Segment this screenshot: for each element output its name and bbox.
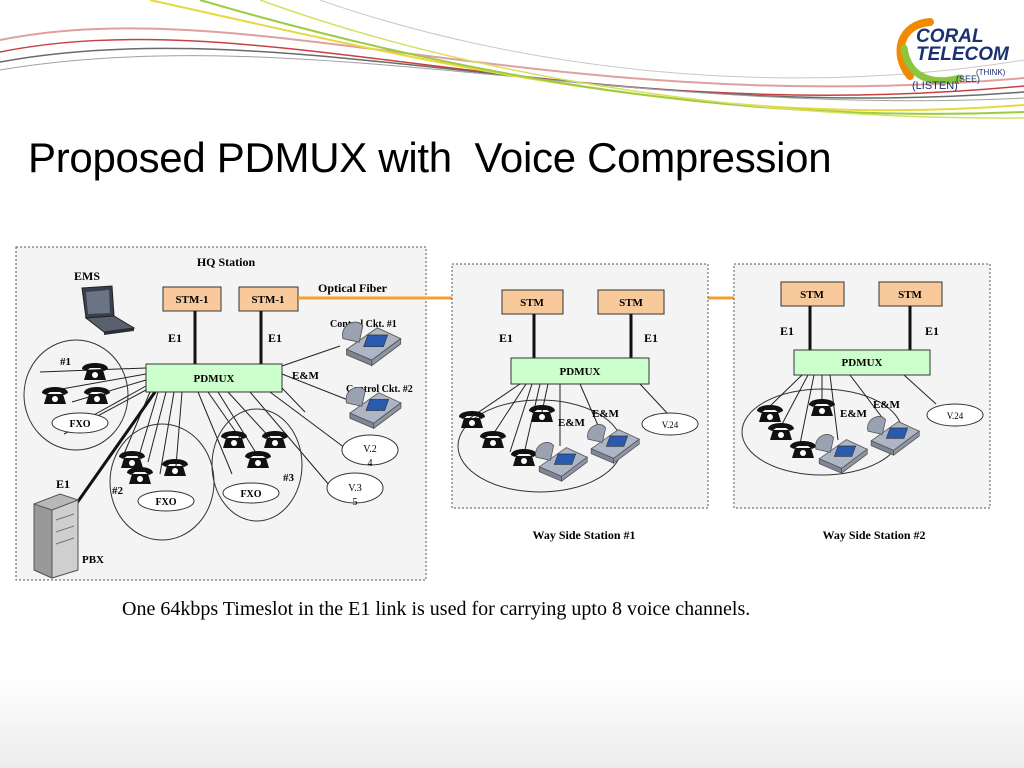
- coral-telecom-logo: CORAL TELECOM (LISTEN) (SEE) (THINK): [890, 14, 1010, 98]
- laptop-icon: [81, 285, 136, 335]
- ws1-v24-oval: [641, 412, 699, 436]
- ws2-em-b: E&M: [873, 399, 901, 411]
- fxo2-label: FXO: [155, 497, 176, 508]
- group-2-label: #2: [112, 485, 124, 497]
- slide-title: Proposed PDMUX with Voice Compression: [28, 134, 832, 181]
- logo-line2: TELECOM: [916, 44, 1009, 65]
- ws1-e1-b: E1: [644, 331, 658, 345]
- pbx-label: PBX: [82, 554, 104, 566]
- logo-swirl-icon: [896, 18, 964, 85]
- ws1-pdmux: [510, 357, 650, 385]
- hq-v35-a: V.3: [348, 483, 361, 494]
- pbx-e1-link: [70, 391, 157, 511]
- hq-e1-a: E1: [168, 331, 182, 345]
- ws2-stm-a: [780, 281, 845, 307]
- ws2-e1-b: E1: [925, 324, 939, 338]
- ctrl1-label: Control Ckt. #1: [330, 319, 397, 330]
- fxo3-label: FXO: [240, 489, 261, 500]
- ws2-panel: [733, 263, 991, 509]
- ws1-em-b: E&M: [592, 408, 620, 420]
- logo-tag-listen: (LISTEN): [912, 80, 958, 92]
- ws2-v24-label: V.24: [947, 411, 964, 421]
- ws2-pdmux-label: PDMUX: [842, 357, 883, 369]
- ws1-pdmux-label: PDMUX: [560, 366, 601, 378]
- hq-stm-b: [238, 286, 299, 312]
- ws2-pdmux: [793, 349, 931, 376]
- hq-v24-oval: [341, 434, 399, 466]
- ems-label: EMS: [74, 269, 100, 283]
- logo-tag-think: (THINK): [976, 68, 1006, 77]
- ws1-panel: [451, 263, 709, 509]
- phone-group-3: [211, 408, 303, 522]
- fxo-oval-2: [137, 490, 195, 512]
- pbx-e1-label: E1: [56, 477, 70, 491]
- ctrl2-label: Control Ckt. #2: [346, 384, 413, 395]
- ws1-stm-b-label: STM: [619, 297, 643, 309]
- hq-v24-b: 4: [368, 458, 373, 469]
- phone-group-1: [23, 339, 129, 451]
- hq-title: HQ Station: [197, 255, 256, 269]
- ws2-name: Way Side Station #2: [822, 528, 925, 542]
- ws2-em-a: E&M: [840, 408, 868, 420]
- ws1-name: Way Side Station #1: [532, 528, 635, 542]
- fxo-oval-3: [222, 482, 280, 504]
- ws1-e1-a: E1: [499, 331, 513, 345]
- ws1-v24-label: V.24: [662, 420, 679, 430]
- logo-line1: CORAL: [916, 26, 984, 47]
- hq-em-label: E&M: [292, 370, 320, 382]
- hq-stm-a-label: STM-1: [176, 294, 209, 306]
- hq-stm-a: [162, 286, 222, 312]
- ws1-stm-a-label: STM: [520, 297, 544, 309]
- group-1-label: #1: [60, 356, 71, 368]
- hq-pdmux-label: PDMUX: [194, 373, 235, 385]
- ws2-stm-b-label: STM: [898, 289, 922, 301]
- ws1-em-a: E&M: [558, 417, 586, 429]
- hq-v24-a: V.2: [363, 444, 376, 455]
- hq-stm-b-label: STM-1: [252, 294, 285, 306]
- ws2-stm-a-label: STM: [800, 289, 824, 301]
- hq-v35-b: 5: [353, 497, 358, 508]
- group-3-label: #3: [283, 472, 295, 484]
- fxo1-label: FXO: [69, 419, 90, 430]
- logo-tag-see: (SEE): [956, 74, 981, 84]
- pbx-server-icon: [33, 493, 79, 579]
- hq-pdmux: [145, 363, 283, 393]
- ws2-stm-b: [878, 281, 943, 307]
- fxo-oval-1: [51, 412, 109, 434]
- fiber-label: Optical Fiber: [318, 281, 388, 295]
- footer-caption: One 64kbps Timeslot in the E1 link is us…: [122, 598, 751, 620]
- ws2-e1-a: E1: [780, 324, 794, 338]
- hq-v35-oval: [326, 472, 384, 504]
- hq-e1-b: E1: [268, 331, 282, 345]
- ws2-v24-oval: [926, 403, 984, 427]
- header-swoosh: [0, 0, 1024, 119]
